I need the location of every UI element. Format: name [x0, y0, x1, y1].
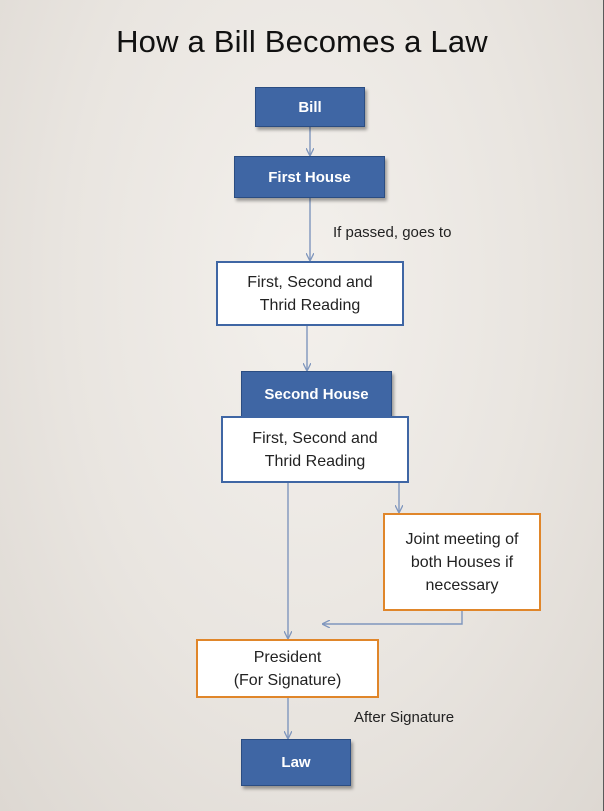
second-house-label: Second House	[264, 386, 369, 403]
president-line-1: President	[253, 648, 322, 666]
joint-meeting-line-3: necessary	[425, 576, 499, 594]
first-house-readings-box: First, Second and Thrid Reading	[216, 261, 404, 326]
president-line-2: (For Signature)	[233, 671, 342, 689]
diagram-title: How a Bill Becomes a Law	[116, 24, 488, 59]
law-box: Law	[241, 739, 351, 786]
first-house-readings-line-1: First, Second and	[247, 273, 373, 291]
first-house-label: First House	[268, 168, 351, 186]
president-box: President (For Signature)	[196, 639, 379, 698]
bill-label: Bill	[298, 98, 322, 116]
after-signature-label: After Signature	[354, 709, 455, 726]
joint-meeting-line-1: Joint meeting of	[405, 530, 519, 548]
second-house-readings-box: First, Second and Thrid Reading	[221, 416, 409, 483]
joint-meeting-box: Joint meeting of both Houses if necessar…	[383, 513, 541, 611]
if-passed-label: If passed, goes to	[333, 224, 452, 241]
arrow-joint-meeting-to-president	[323, 611, 463, 624]
second-house-readings-line-1: First, Second and	[252, 429, 378, 447]
first-house-box: First House	[234, 156, 385, 198]
first-house-readings-line-2: Thrid Reading	[259, 296, 361, 314]
joint-meeting-line-2: both Houses if	[410, 553, 514, 571]
second-house-box: Second House	[241, 371, 392, 418]
second-house-readings-line-2: Thrid Reading	[264, 452, 366, 470]
law-label: Law	[281, 754, 311, 771]
bill-box: Bill	[255, 87, 365, 127]
